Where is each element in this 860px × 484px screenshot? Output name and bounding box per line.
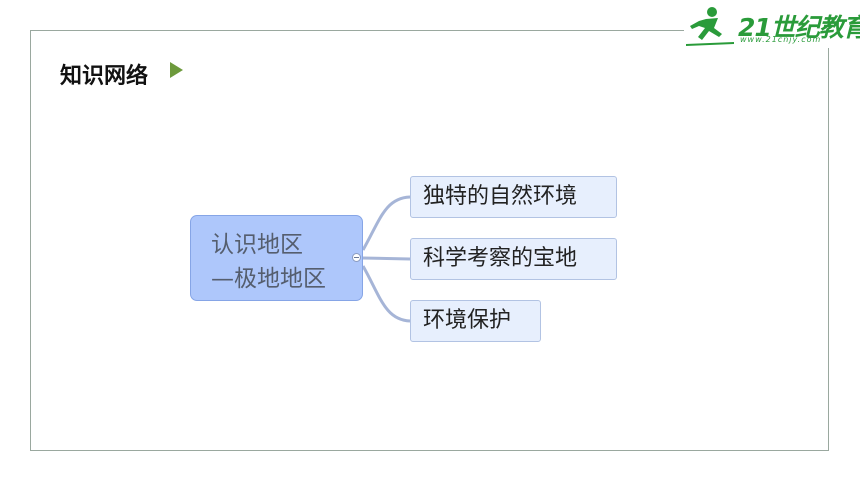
brand-logo: 21世纪教育 www.21cnjy.com [684, 4, 860, 48]
brand-url: www.21cnjy.com [740, 35, 822, 44]
runner-icon [686, 7, 734, 46]
collapse-toggle-icon[interactable] [352, 253, 361, 262]
content-frame [30, 30, 829, 451]
connector-1 [361, 195, 411, 251]
connector-2 [362, 256, 411, 261]
mindmap-child-node[interactable]: 环境保护 [410, 300, 541, 342]
mindmap-root-node[interactable]: 认识地区 —极地地区 [190, 215, 363, 301]
play-arrow-icon [170, 62, 183, 78]
brand-name: 21世纪教育 [738, 13, 860, 42]
root-line-1: 认识地区 [211, 232, 303, 258]
mindmap-child-node[interactable]: 独特的自然环境 [410, 176, 617, 218]
mindmap-child-node[interactable]: 科学考察的宝地 [410, 238, 617, 280]
root-line-2: —极地地区 [211, 266, 326, 292]
connector-3 [361, 265, 411, 323]
section-title: 知识网络 [60, 64, 149, 89]
